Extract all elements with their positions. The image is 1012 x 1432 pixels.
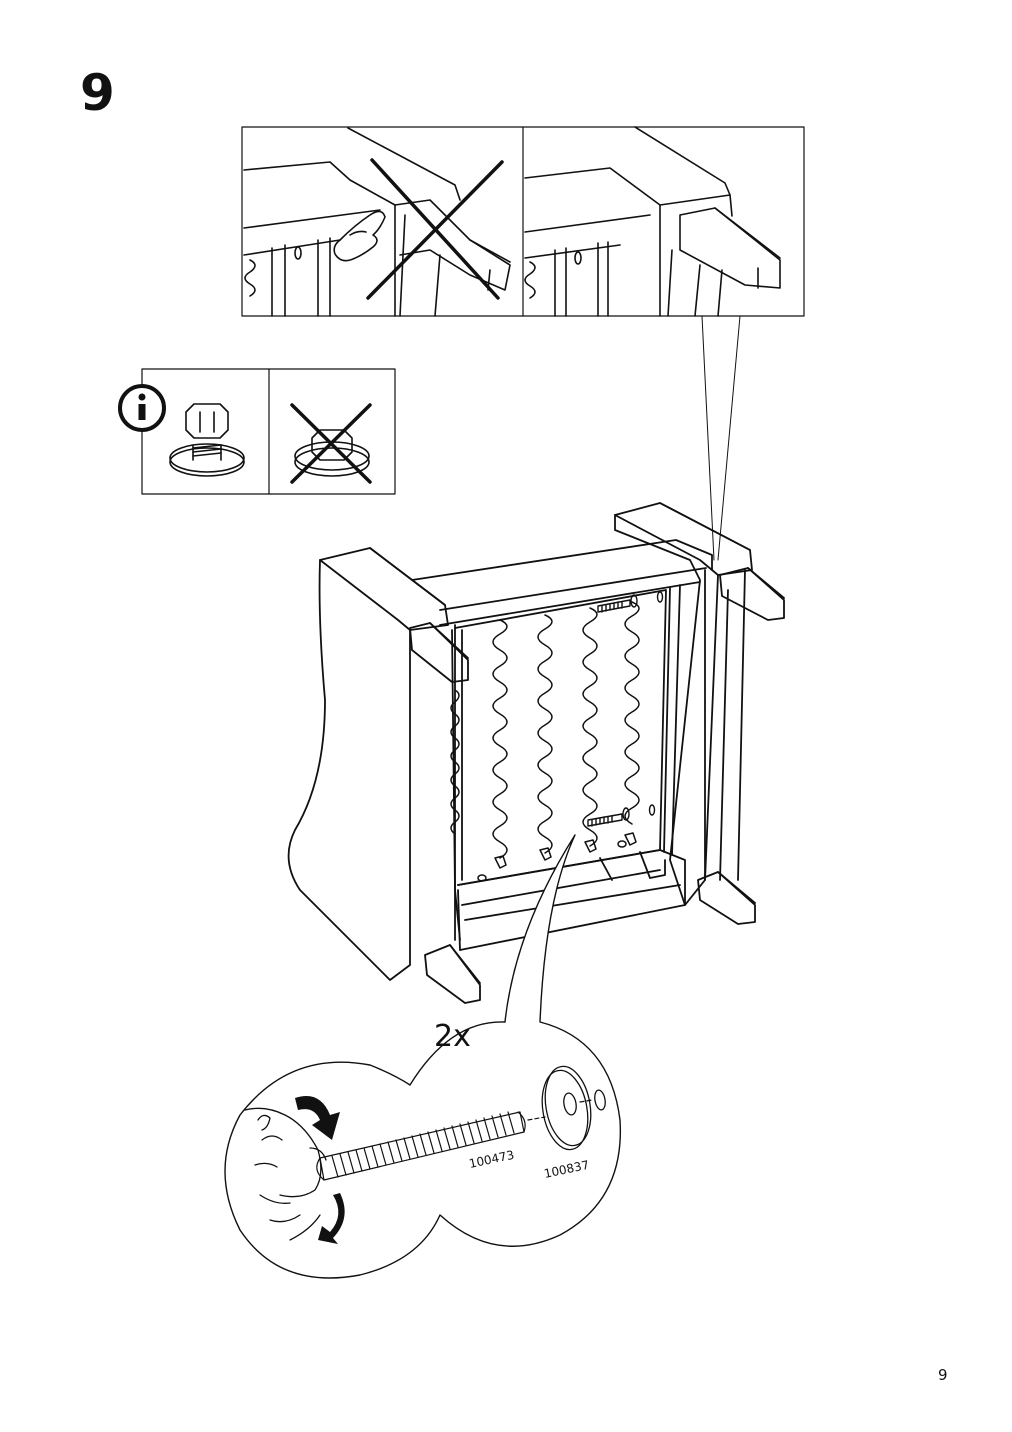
page-number: 9 <box>938 1366 948 1384</box>
detail-wrong <box>243 127 511 317</box>
zoom-lines <box>701 315 741 561</box>
bolt-icon <box>316 1111 546 1181</box>
info-box <box>118 368 396 495</box>
cross-icon <box>366 158 504 300</box>
step-number: 9 <box>80 64 115 122</box>
washer-icon <box>541 1065 606 1151</box>
info-icon <box>118 384 166 432</box>
callout-bubble <box>224 834 622 1279</box>
chair-legs <box>409 567 785 1004</box>
bolt-correct-icon <box>169 403 245 477</box>
hand-icon <box>244 1107 327 1241</box>
bolt-wrong-icon <box>290 403 372 484</box>
detail-panels <box>241 126 805 317</box>
detail-correct <box>524 126 781 317</box>
bolt-installed-icon <box>587 591 664 827</box>
rotate-arrow-icon <box>295 1096 345 1244</box>
quantity-label: 2x <box>434 1019 471 1054</box>
springs <box>450 601 640 882</box>
